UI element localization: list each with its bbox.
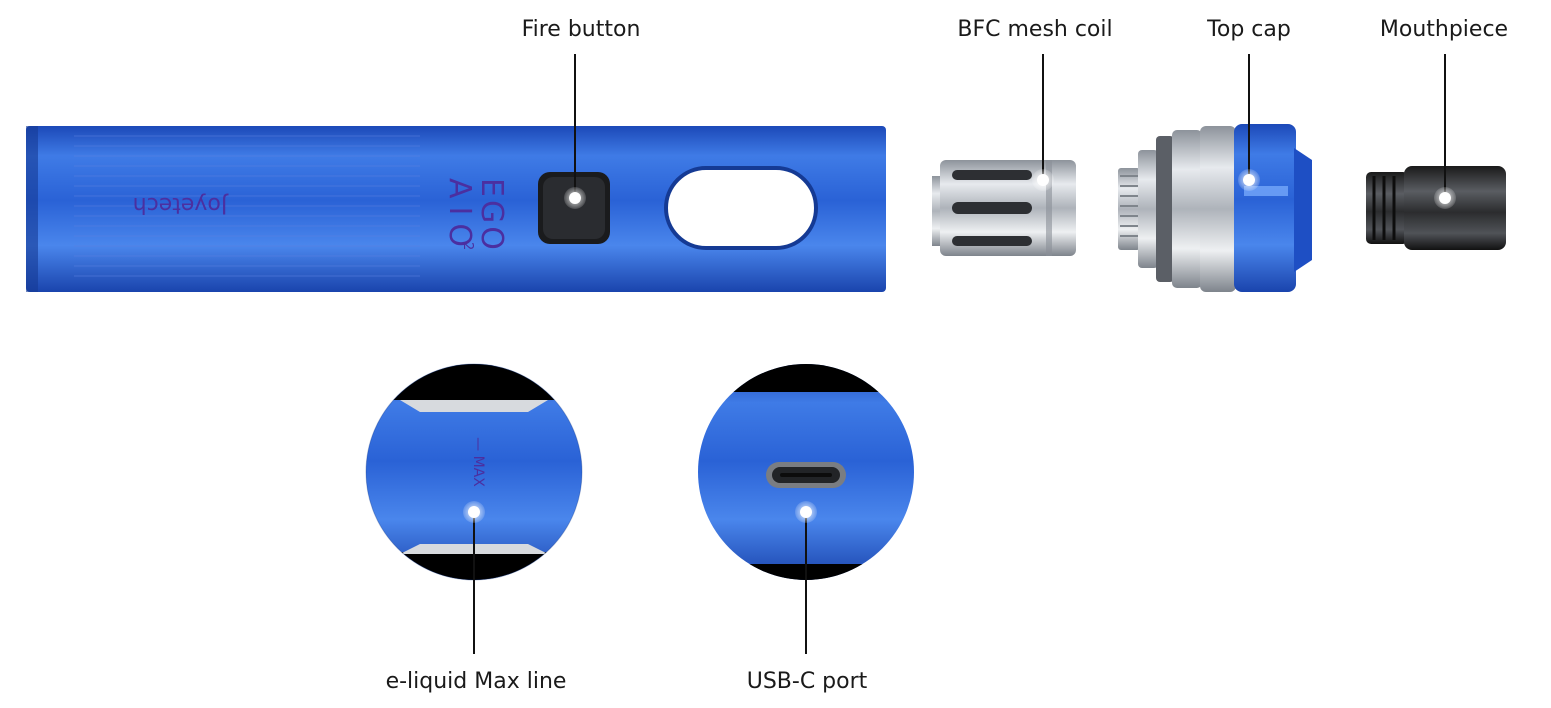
marker-coil [1032,169,1054,191]
label-mouthpiece: Mouthpiece [1380,17,1508,42]
svg-text:AIO: AIO [442,178,477,255]
tank-top-cap [1118,124,1312,292]
max-mark: — MAX [470,437,486,487]
model-logo: EGO AIO 2 [442,178,509,255]
mouthpiece-shape [1366,166,1506,250]
label-max-line: e-liquid Max line [386,669,567,694]
marker-fire [564,187,586,209]
svg-text:EGO: EGO [474,178,509,253]
knurled-texture [74,135,420,277]
tank-window [664,166,818,250]
label-bfc-mesh-coil: BFC mesh coil [957,17,1112,42]
marker-max [463,501,485,523]
marker-topcap [1238,169,1260,191]
marker-dots [463,169,1456,523]
label-fire-button: Fire button [522,17,641,42]
marker-mouthpiece [1434,187,1456,209]
leader-lines [473,54,1446,654]
label-usb-port: USB-C port [747,669,868,694]
mesh-coil [932,160,1076,256]
brand-logo: Joyetech [133,192,230,217]
battery-tube: Joyetech EGO AIO 2 [26,126,886,292]
svg-text:2: 2 [460,242,475,250]
marker-usb [795,501,817,523]
label-top-cap: Top cap [1206,17,1291,42]
